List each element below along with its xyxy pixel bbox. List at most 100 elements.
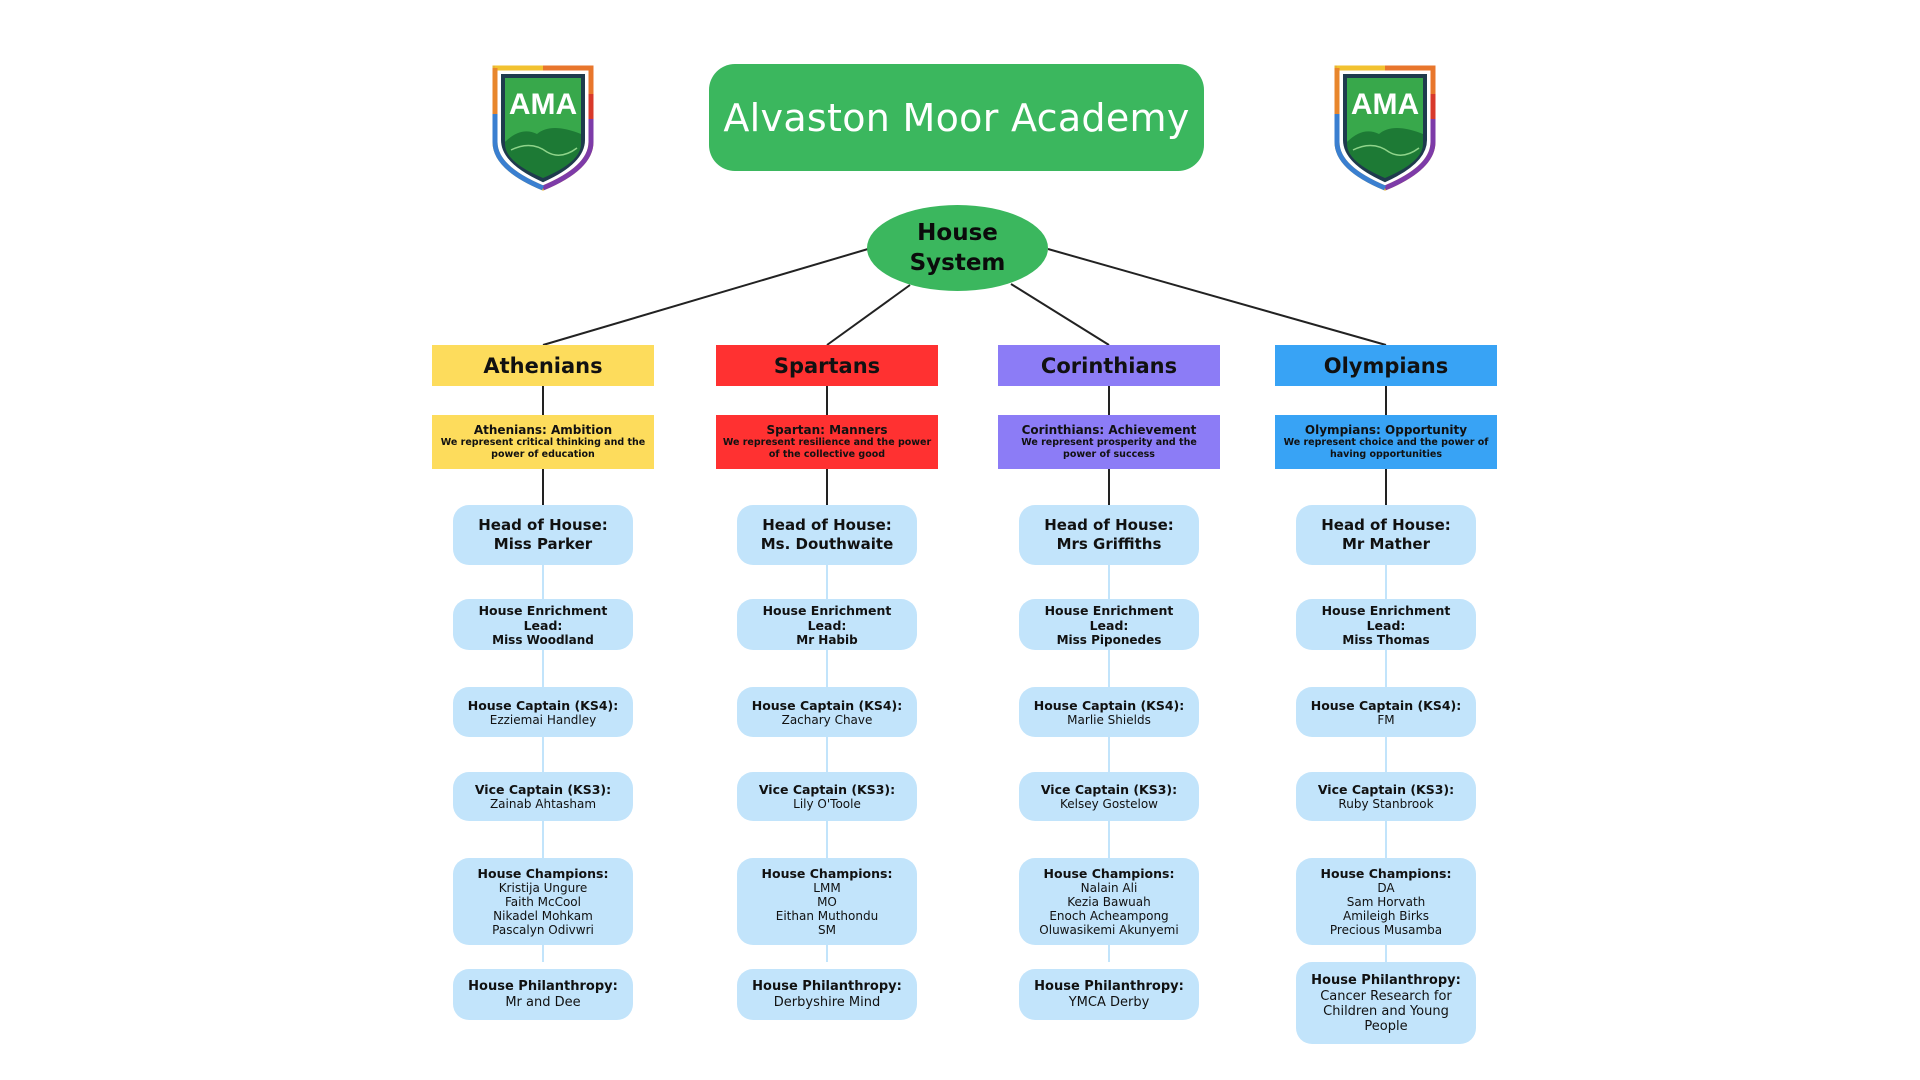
house-system-node: House System bbox=[867, 205, 1048, 291]
card-label: Vice Captain (KS3): bbox=[1040, 782, 1178, 797]
root-to-house-connector bbox=[1047, 248, 1387, 346]
vice-captain-card: Vice Captain (KS3): Kelsey Gostelow bbox=[1019, 772, 1199, 821]
card-label: Vice Captain (KS3): bbox=[758, 782, 896, 797]
card-label: House Champions: bbox=[477, 866, 609, 881]
house-philanthropy-card: House Philanthropy: Cancer Research for … bbox=[1296, 962, 1476, 1044]
house-captain-name: Ezziemai Handley bbox=[489, 712, 597, 727]
card-label: House Captain (KS4): bbox=[751, 697, 903, 713]
champions-list: Nalain Ali Kezia Bawuah Enoch Acheampong… bbox=[1039, 881, 1178, 937]
house-captain-card: House Captain (KS4): Ezziemai Handley bbox=[453, 687, 633, 737]
title-banner: Alvaston Moor Academy bbox=[709, 64, 1204, 171]
card-label: House Champions: bbox=[761, 866, 893, 881]
house-champions-card: House Champions: Kristija Ungure Faith M… bbox=[453, 858, 633, 945]
champion-name: MO bbox=[817, 895, 837, 909]
champion-name: Kristija Ungure bbox=[498, 881, 588, 895]
champion-name: LMM bbox=[813, 881, 841, 895]
school-crest-icon: AMA bbox=[1334, 65, 1436, 191]
root-to-house-connector bbox=[1010, 283, 1110, 346]
house-philanthropy-card: House Philanthropy: Derbyshire Mind bbox=[737, 969, 917, 1020]
champions-list: Kristija Ungure Faith McCool Nikadel Moh… bbox=[492, 881, 594, 937]
card-label: House Captain (KS4): bbox=[467, 697, 619, 713]
svg-text:AMA: AMA bbox=[509, 88, 577, 121]
philanthropy-name: Cancer Research for Children and Young P… bbox=[1320, 988, 1452, 1034]
champion-name: Eithan Muthondu bbox=[775, 909, 879, 923]
root-to-house-connector bbox=[542, 248, 869, 346]
philanthropy-name: YMCA Derby bbox=[1068, 995, 1150, 1010]
card-label: House Enrichment Lead: bbox=[478, 602, 608, 633]
card-label: House Philanthropy: bbox=[752, 979, 902, 994]
root-label-line-2: System bbox=[909, 250, 1006, 276]
card-label: House Enrichment Lead: bbox=[762, 602, 892, 633]
house-champions-card: House Champions: DA Sam Horvath Amileigh… bbox=[1296, 858, 1476, 945]
svg-text:AMA: AMA bbox=[1351, 88, 1419, 121]
motto-title: Spartan: Manners bbox=[766, 423, 888, 437]
root-to-house-connector bbox=[826, 284, 911, 346]
motto-description: We represent resilience and the power of… bbox=[722, 437, 932, 460]
head-of-house-name: Mr Mather bbox=[1341, 535, 1430, 553]
house-captain-card: House Captain (KS4): FM bbox=[1296, 687, 1476, 737]
vice-captain-name: Ruby Stanbrook bbox=[1338, 797, 1434, 811]
champion-name: Kezia Bawuah bbox=[1067, 895, 1151, 909]
house-name: Olympians bbox=[1323, 353, 1449, 378]
card-label: Vice Captain (KS3): bbox=[474, 782, 612, 797]
house-header: Spartans bbox=[716, 345, 938, 386]
head-of-house-name: Miss Parker bbox=[493, 535, 593, 553]
house-name: Athenians bbox=[483, 353, 603, 378]
house-philanthropy-card: House Philanthropy: Mr and Dee bbox=[453, 969, 633, 1020]
card-label: House Philanthropy: bbox=[468, 979, 618, 994]
enrichment-lead-card: House Enrichment Lead: Mr Habib bbox=[737, 599, 917, 650]
house-name: Spartans bbox=[773, 353, 881, 378]
card-label: Head of House: bbox=[1044, 516, 1174, 534]
motto-description: We represent prosperity and the power of… bbox=[1021, 437, 1197, 460]
card-label: House Champions: bbox=[1320, 866, 1452, 881]
head-of-house-card: Head of House: Miss Parker bbox=[453, 505, 633, 565]
house-motto: Corinthians: Achievement We represent pr… bbox=[998, 415, 1220, 469]
card-label: House Philanthropy: bbox=[1311, 972, 1461, 988]
head-of-house-card: Head of House: Mr Mather bbox=[1296, 505, 1476, 565]
card-label: Head of House: bbox=[1321, 516, 1451, 534]
house-header: Athenians bbox=[432, 345, 654, 386]
card-label: House Captain (KS4): bbox=[1310, 697, 1462, 713]
house-captain-name: Marlie Shields bbox=[1067, 712, 1151, 727]
champion-name: Nikadel Mohkam bbox=[493, 909, 593, 923]
root-label-line-1: House bbox=[917, 220, 998, 246]
house-captain-name: Zachary Chave bbox=[781, 712, 873, 727]
card-label: Head of House: bbox=[762, 516, 892, 534]
philanthropy-name: Derbyshire Mind bbox=[773, 995, 881, 1010]
card-label: House Captain (KS4): bbox=[1033, 697, 1185, 713]
house-column-corinthians: Corinthians Corinthians: Achievement We … bbox=[998, 0, 1220, 1080]
motto-description: We represent critical thinking and the p… bbox=[440, 437, 646, 460]
house-header: Corinthians bbox=[998, 345, 1220, 386]
philanthropy-name: Mr and Dee bbox=[505, 995, 581, 1010]
champions-list: LMM MO Eithan Muthondu SM bbox=[776, 881, 878, 937]
enrichment-lead-name: Miss Piponedes bbox=[1056, 632, 1162, 647]
vice-captain-name: Zainab Ahtasham bbox=[489, 797, 597, 811]
page-title: Alvaston Moor Academy bbox=[723, 95, 1190, 140]
house-column-spartans: Spartans Spartan: Manners We represent r… bbox=[716, 0, 938, 1080]
house-philanthropy-card: House Philanthropy: YMCA Derby bbox=[1019, 969, 1199, 1020]
house-captain-card: House Captain (KS4): Marlie Shields bbox=[1019, 687, 1199, 737]
motto-title: Olympians: Opportunity bbox=[1304, 423, 1468, 437]
champions-list: DA Sam Horvath Amileigh Birks Precious M… bbox=[1330, 881, 1442, 937]
champion-name: Oluwasikemi Akunyemi bbox=[1039, 923, 1179, 937]
enrichment-lead-card: House Enrichment Lead: Miss Thomas bbox=[1296, 599, 1476, 650]
card-label: Head of House: bbox=[478, 516, 608, 534]
house-captain-card: House Captain (KS4): Zachary Chave bbox=[737, 687, 917, 737]
champion-name: DA bbox=[1377, 881, 1395, 895]
champion-name: SM bbox=[818, 923, 836, 937]
vice-captain-card: Vice Captain (KS3): Zainab Ahtasham bbox=[453, 772, 633, 821]
house-motto: Spartan: Manners We represent resilience… bbox=[716, 415, 938, 469]
champion-name: Pascalyn Odivwri bbox=[492, 923, 594, 937]
enrichment-lead-card: House Enrichment Lead: Miss Piponedes bbox=[1019, 599, 1199, 650]
card-label: House Champions: bbox=[1043, 866, 1175, 881]
head-of-house-card: Head of House: Ms. Douthwaite bbox=[737, 505, 917, 565]
head-of-house-name: Ms. Douthwaite bbox=[760, 535, 894, 553]
school-crest-right: AMA bbox=[1333, 64, 1437, 192]
house-column-olympians: Olympians Olympians: Opportunity We repr… bbox=[1275, 0, 1497, 1080]
house-name: Corinthians bbox=[1040, 353, 1178, 378]
house-column-athenians: Athenians Athenians: Ambition We represe… bbox=[432, 0, 654, 1080]
vice-captain-name: Kelsey Gostelow bbox=[1059, 797, 1158, 811]
house-champions-card: House Champions: LMM MO Eithan Muthondu … bbox=[737, 858, 917, 945]
house-champions-card: House Champions: Nalain Ali Kezia Bawuah… bbox=[1019, 858, 1199, 945]
card-label: House Philanthropy: bbox=[1034, 979, 1184, 994]
